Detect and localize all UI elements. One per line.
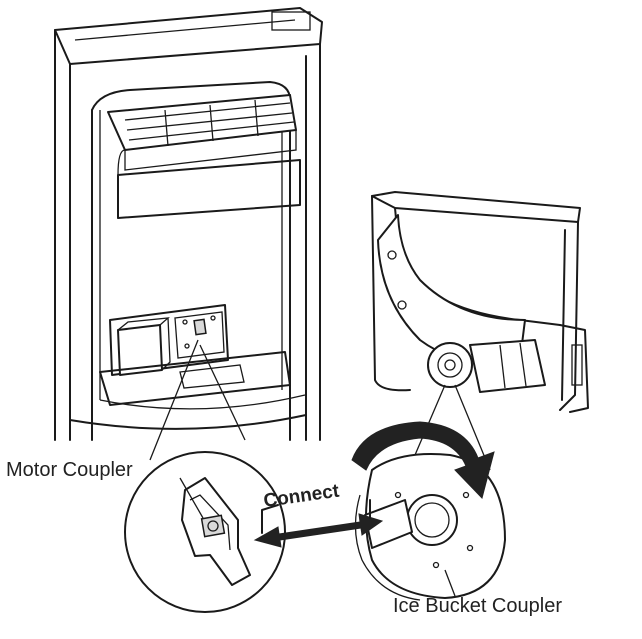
callout-leaders — [149, 339, 491, 471]
ice-bucket — [371, 191, 589, 413]
vent-grille — [107, 94, 301, 219]
motor-housing — [69, 304, 307, 430]
ice-bucket-coupler-detail — [354, 453, 506, 601]
rotation-arrow — [351, 421, 495, 499]
ice-bucket-coupler-label: Ice Bucket Coupler — [393, 595, 562, 617]
motor-coupler-detail — [124, 451, 286, 613]
motor-coupler-label: Motor Coupler — [6, 459, 133, 481]
refrigerator-door — [54, 7, 323, 441]
label-leaders — [179, 477, 456, 597]
connect-arrow — [253, 499, 384, 548]
